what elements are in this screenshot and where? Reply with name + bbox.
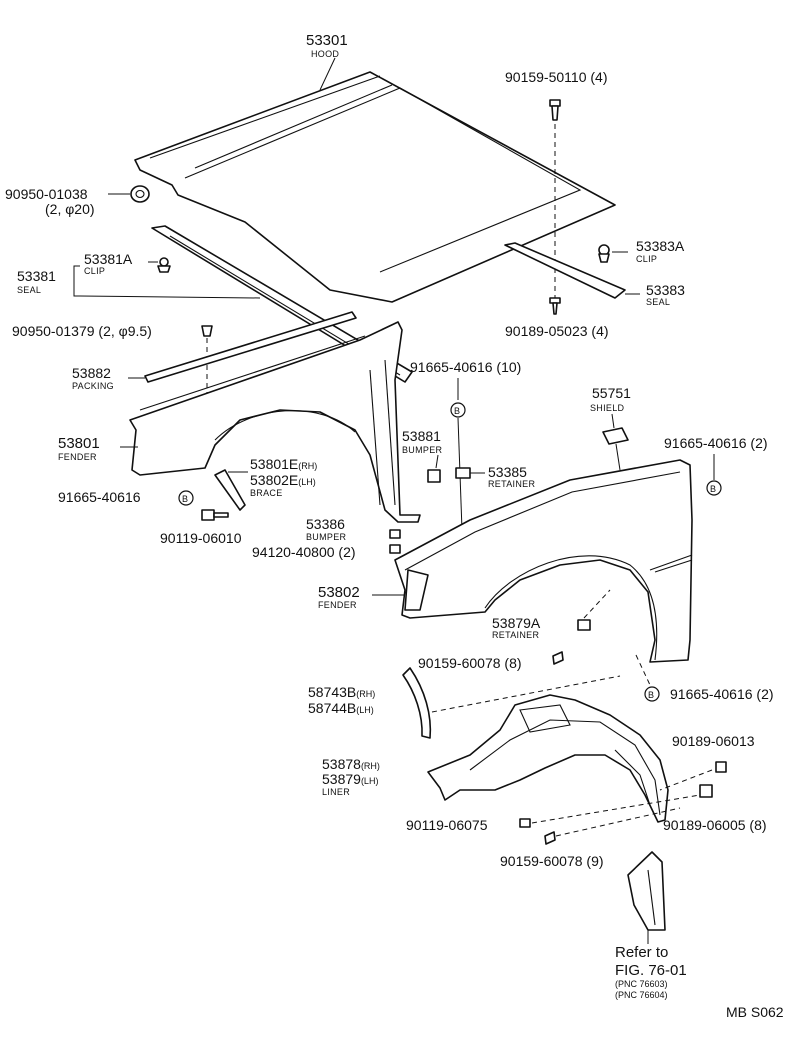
fender-right-label: FENDER	[318, 600, 357, 610]
clip-icon	[157, 257, 171, 273]
marker-b-left-text: B	[182, 494, 188, 504]
fender-right-part	[394, 459, 693, 663]
brace-rh-part-number: 53801E(RH)	[250, 456, 317, 472]
clip-part-number: 53381A	[84, 251, 133, 267]
marker-b-left	[178, 490, 194, 506]
seal-right-label: SEAL	[646, 297, 670, 307]
screw-9-icon	[544, 831, 556, 845]
retainer2-icon	[577, 619, 591, 631]
shield-icon	[602, 427, 629, 445]
hood-seal-right-part	[504, 242, 626, 299]
screw-06005-label: 90189-06005 (8)	[663, 817, 767, 833]
screw-icon	[549, 297, 561, 315]
brace-lh-part-number: 53802E(LH)	[250, 472, 316, 488]
moulding-lh-part-number: 58744B(LH)	[308, 700, 374, 716]
moulding-part	[402, 667, 432, 739]
packing-label: PACKING	[72, 381, 114, 391]
clip-label: CLIP	[84, 266, 105, 276]
seal-right-part-number: 53383	[646, 282, 685, 298]
screw8-icon	[552, 651, 564, 665]
liner-label: LINER	[322, 787, 350, 797]
cushion-small-label: 90950-01379 (2, φ9.5)	[12, 323, 152, 339]
retainer-label: RETAINER	[488, 479, 535, 489]
shield-label: SHIELD	[590, 403, 625, 413]
bolt-06075-icon	[519, 818, 531, 828]
marker-b-right	[706, 480, 722, 496]
hood-label: HOOD	[311, 49, 339, 59]
screw-seal-label: 90189-05023 (4)	[505, 323, 609, 339]
shield-part-number: 55751	[592, 385, 631, 401]
bumper-label: BUMPER	[402, 445, 443, 455]
cushion-left-qty: (2, φ20)	[45, 201, 95, 217]
screw-06005-icon	[699, 784, 713, 798]
bolt-b-right-label: 91665-40616 (2)	[664, 435, 768, 451]
bumper-part-number: 53881	[402, 428, 441, 444]
fender-left-part-number: 53801	[58, 435, 100, 452]
liner-rh-part-number: 53878(RH)	[322, 756, 380, 772]
bolt-brace-icon	[201, 509, 229, 521]
retainer-icon	[455, 467, 471, 479]
cushion-small-icon	[201, 325, 213, 337]
bolt-top-label: 90159-50110 (4)	[505, 69, 607, 85]
hood-part	[134, 71, 616, 303]
clip-right-icon	[598, 244, 610, 263]
marker-b-lower	[644, 686, 660, 702]
refer-line1: Refer to	[615, 944, 668, 961]
clip-right-part-number: 53383A	[636, 238, 685, 254]
brace-part	[214, 469, 246, 511]
fender-left-part	[129, 321, 421, 523]
screw-8-label: 90159-60078 (8)	[418, 655, 522, 671]
moulding-rh-part-number: 58743B(RH)	[308, 684, 375, 700]
brace-label: BRACE	[250, 488, 283, 498]
fender-left-label: FENDER	[58, 452, 97, 462]
bumper2-icon	[389, 529, 401, 554]
bumper2-label: BUMPER	[306, 532, 347, 542]
screw-9-label: 90159-60078 (9)	[500, 853, 604, 869]
hood-part-number: 53301	[306, 32, 348, 49]
marker-b-center-text: B	[454, 406, 460, 416]
bolt-icon	[549, 99, 561, 121]
packing-part-number: 53882	[72, 365, 111, 381]
bolt-b-10-label: 91665-40616 (10)	[410, 359, 521, 375]
seal-part-number: 53381	[17, 268, 56, 284]
refer-line2: FIG. 76-01	[615, 962, 687, 979]
liner-part	[427, 694, 669, 823]
seal-label: SEAL	[17, 285, 41, 295]
marker-b-right-text: B	[710, 484, 716, 494]
marker-b-center	[450, 402, 466, 418]
retainer2-part-number: 53879A	[492, 615, 541, 631]
bolt-brace-label: 90119-06010	[160, 530, 242, 546]
nut-label: 94120-40800 (2)	[252, 544, 356, 560]
bolt-b-left-label: 91665-40616	[58, 489, 141, 505]
packing-part	[144, 311, 357, 383]
clip-right-label: CLIP	[636, 254, 657, 264]
screw-06013-label: 90189-06013	[672, 733, 755, 749]
figure-code: MB S062	[726, 1004, 784, 1020]
marker-b-lower-text: B	[648, 690, 654, 700]
fender-right-part-number: 53802	[318, 584, 360, 601]
bolt-06075-label: 90119-06075	[406, 817, 488, 833]
bumper2-part-number: 53386	[306, 516, 345, 532]
screw-06013-icon	[715, 761, 727, 773]
pnc-line1: (PNC 76603)	[615, 979, 668, 989]
mudguard-part	[627, 851, 666, 931]
retainer-part-number: 53385	[488, 464, 527, 480]
cushion-icon	[130, 185, 150, 203]
bumper-icon	[427, 469, 441, 483]
cushion-left-label: 90950-01038	[5, 186, 88, 202]
pnc-line2: (PNC 76604)	[615, 990, 668, 1000]
liner-lh-part-number: 53879(LH)	[322, 771, 378, 787]
retainer2-label: RETAINER	[492, 630, 539, 640]
bolt-b-lower-label: 91665-40616 (2)	[670, 686, 774, 702]
